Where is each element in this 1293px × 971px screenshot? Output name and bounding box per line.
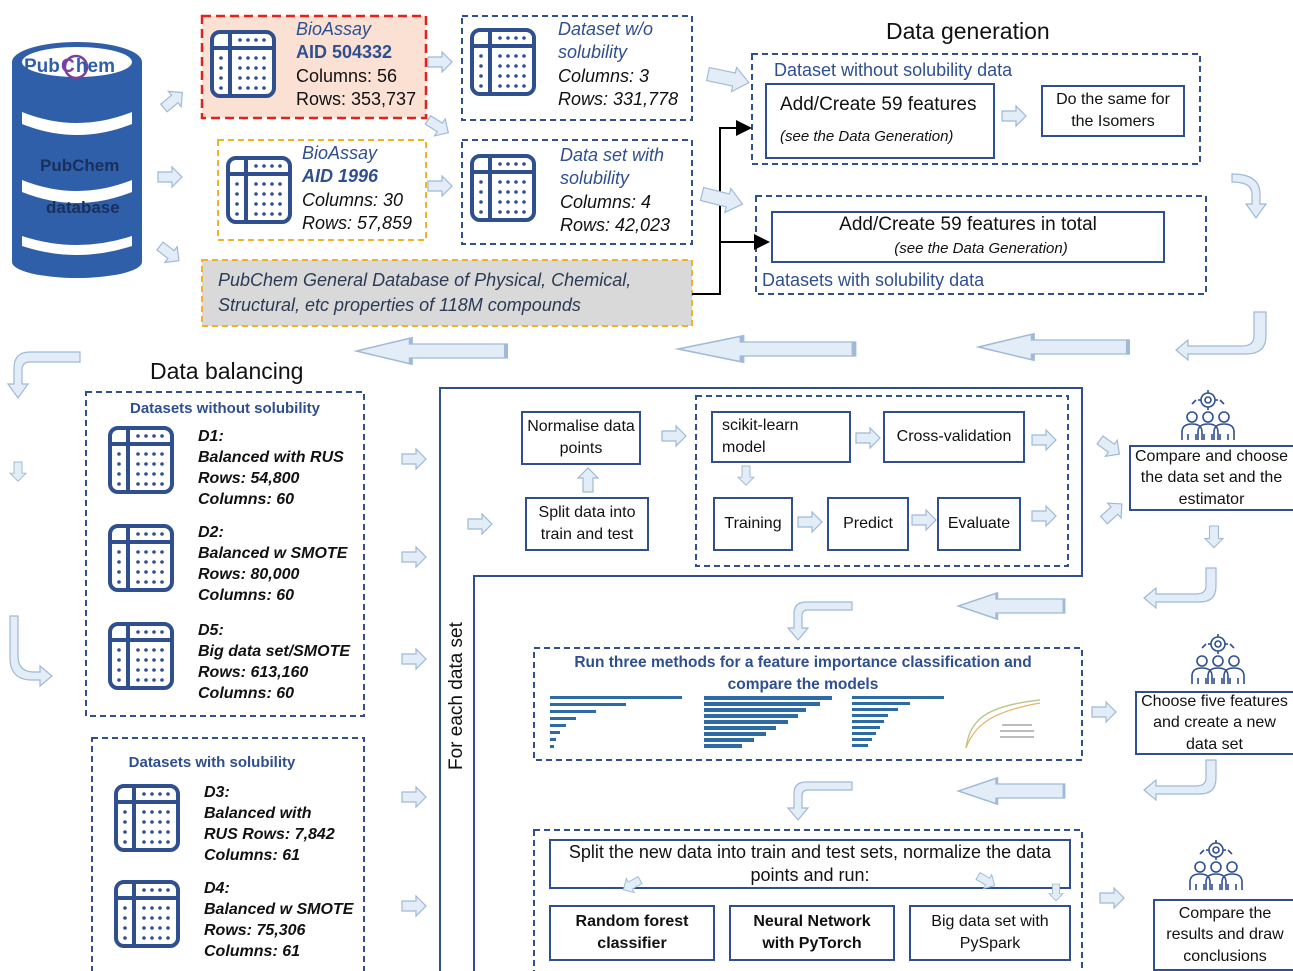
- add-features-a: Add/Create 59 features: [780, 94, 977, 115]
- predict-box: Predict: [843, 515, 893, 533]
- bioassay-504332-text: BioAssay AID 504332 Columns: 56 Rows: 35…: [296, 19, 417, 110]
- data-generation-title: Data generation: [886, 18, 1050, 44]
- sklearn-model-box: scikit-learn model: [722, 417, 799, 456]
- neural-network-box: Neural Network with PyTorch: [753, 913, 871, 952]
- dataset-without-solubility-text: Dataset w/o solubility Columns: 3 Rows: …: [558, 19, 679, 110]
- team-gear-icon: [1191, 633, 1245, 685]
- pubchem-logo: PubChem: [24, 56, 115, 77]
- normalise-box: Normalise data points: [527, 418, 635, 457]
- table-icon: [108, 524, 174, 592]
- add-features-b-note: (see the Data Generation): [894, 240, 1068, 257]
- team-gear-icon: [1189, 839, 1243, 891]
- for-each-data-set-label: For each data set: [446, 622, 467, 770]
- add-features-b: Add/Create 59 features in total: [839, 214, 1097, 235]
- cross-validation-box: Cross-validation: [896, 428, 1012, 446]
- data-balancing-title: Data balancing: [150, 358, 304, 384]
- table-icon: [108, 426, 174, 494]
- table-icon: [226, 156, 292, 224]
- table-icon: [114, 784, 180, 852]
- choose-estimator-box: Compare and choose the data set and the …: [1135, 447, 1288, 508]
- table-icon: [210, 30, 276, 98]
- table-icon: [470, 28, 536, 96]
- table-icon: [470, 154, 536, 222]
- pyspark-box: Big data set with PySpark: [931, 913, 1049, 952]
- importance-bar-chart-icon: [550, 696, 1041, 749]
- split-new-data-box: Split the new data into train and test s…: [568, 841, 1052, 885]
- datasets-with-solubility-head: Datasets with solubility: [128, 754, 296, 771]
- general-database-text: PubChem General Database of Physical, Ch…: [218, 270, 632, 316]
- table-icon: [108, 622, 174, 690]
- without-solubility-label: Dataset without solubility data: [774, 60, 1013, 80]
- bioassay-1996-text: BioAssay AID 1996 Columns: 30 Rows: 57,8…: [302, 143, 413, 234]
- database-label-line1: PubChem: [40, 156, 120, 175]
- choose-features-box: Choose five features and create a new da…: [1141, 692, 1288, 753]
- feature-importance-head: Run three methods for a feature importan…: [574, 654, 1032, 694]
- with-solubility-label: Datasets with solubility data: [762, 270, 985, 290]
- random-forest-box: Random forest classifier: [575, 913, 689, 952]
- isomers-box: Do the same for the Isomers: [1056, 90, 1170, 130]
- database-cylinder-icon: [12, 42, 142, 278]
- table-icon: [114, 880, 180, 948]
- team-gear-icon: [1181, 389, 1235, 441]
- datasets-without-solubility-head: Datasets without solubility: [129, 400, 321, 417]
- turn-arrows: [6, 173, 1268, 821]
- evaluate-box: Evaluate: [947, 515, 1011, 533]
- conclusions-box: Compare the results and draw conclusions: [1166, 904, 1284, 965]
- training-box: Training: [724, 515, 782, 533]
- split-box: Split data into train and test: [538, 504, 636, 543]
- dataset-with-solubility-text: Data set with solubility Columns: 4 Rows…: [560, 145, 671, 236]
- database-label-line2: database: [46, 198, 120, 217]
- add-features-a-note: (see the Data Generation): [780, 128, 954, 145]
